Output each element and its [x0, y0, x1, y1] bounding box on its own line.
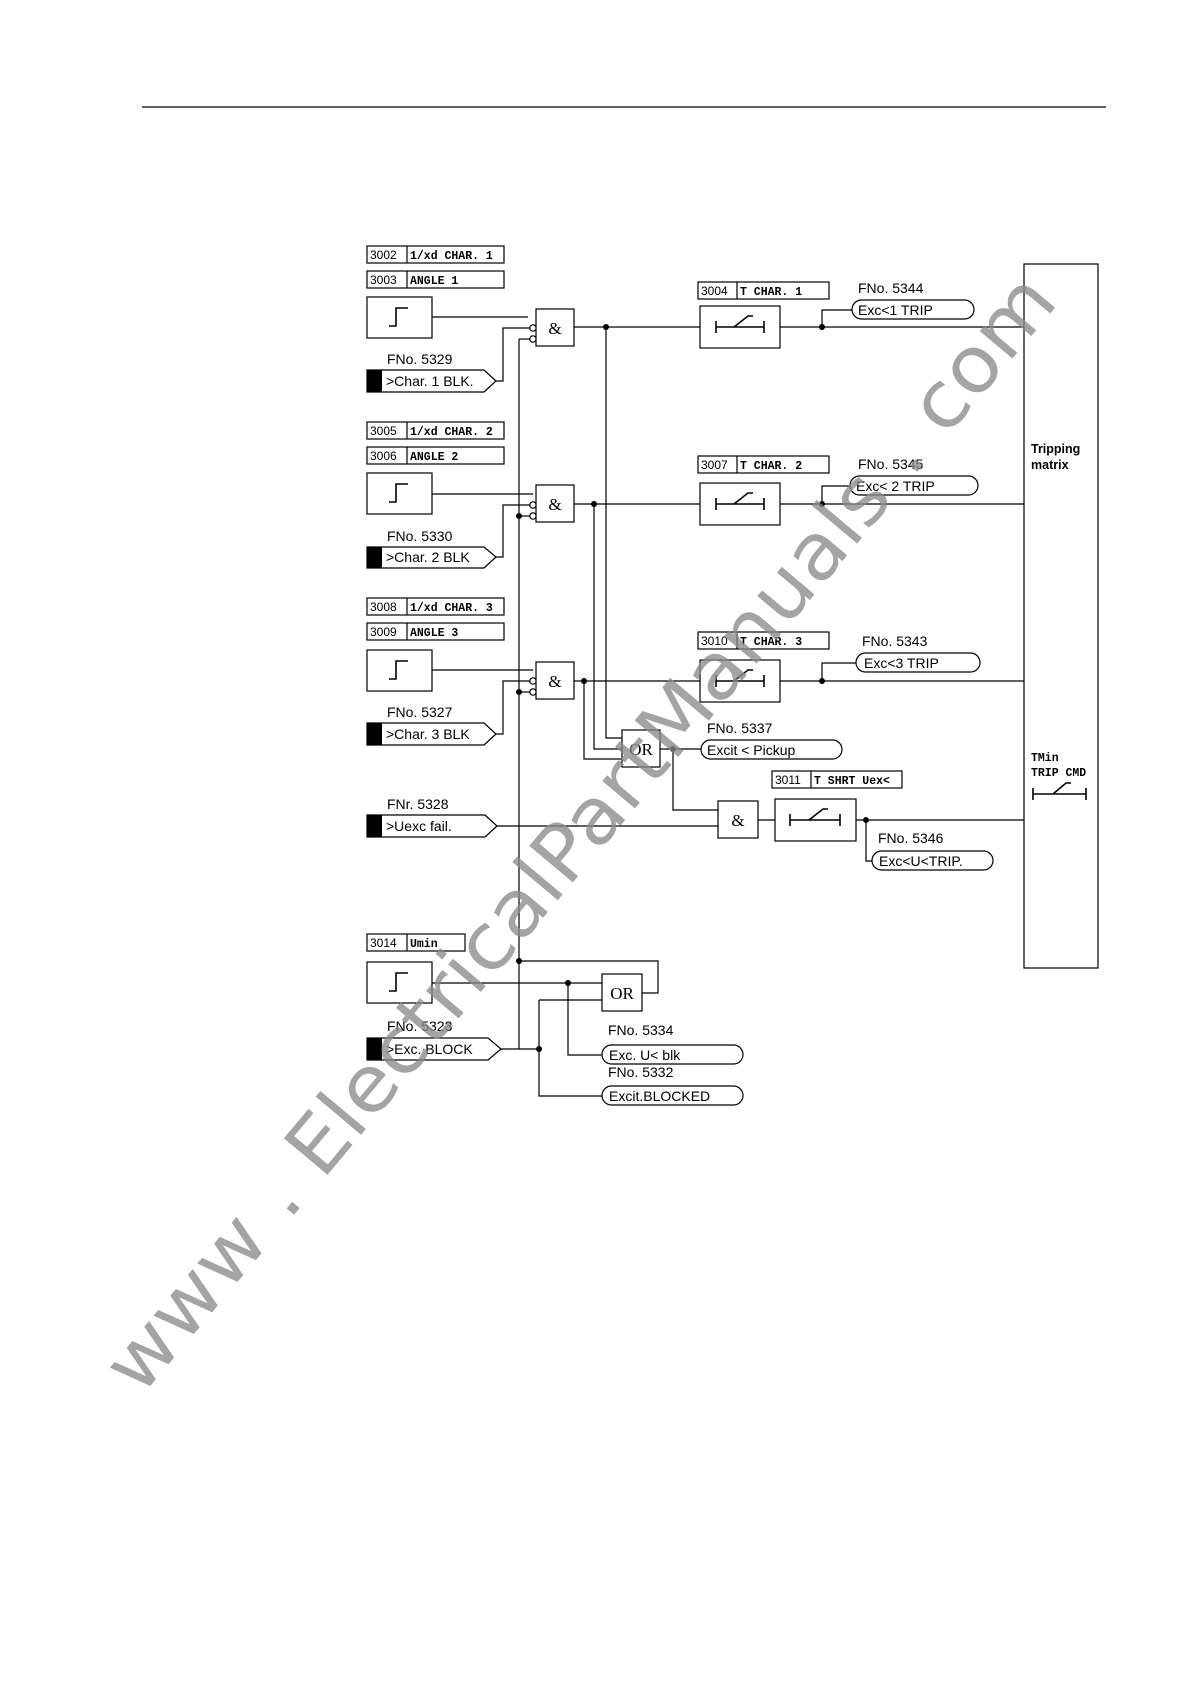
param-3002: 3002 1/xd CHAR. 1: [366, 245, 505, 264]
svg-text:>Char. 1 BLK.: >Char. 1 BLK.: [386, 373, 474, 389]
svg-text:FNo. 5327: FNo. 5327: [387, 704, 453, 720]
wires: [432, 309, 1024, 1097]
output-exc3-trip: FNo. 5343 Exc<3 TRIP: [855, 633, 981, 673]
svg-text:T CHAR. 1: T CHAR. 1: [740, 286, 802, 299]
param-3009: 3009 ANGLE 3: [366, 622, 505, 641]
param-3005: 3005 1/xd CHAR. 2: [366, 421, 505, 440]
svg-text:FNr. 5328: FNr. 5328: [387, 796, 449, 812]
svg-text:FNo. 5334: FNo. 5334: [608, 1022, 674, 1038]
junction-dots: [516, 324, 869, 1052]
svg-text:Tripping: Tripping: [1031, 442, 1080, 456]
svg-text:OR: OR: [629, 740, 653, 759]
svg-text:FNo. 5344: FNo. 5344: [858, 280, 924, 296]
timer-char-1: [699, 305, 781, 349]
input-char2-blk: FNo. 5330 >Char. 2 BLK: [366, 528, 497, 569]
threshold-box-umin: [366, 961, 433, 1004]
param-3004: 3004 T CHAR. 1: [697, 281, 830, 300]
svg-text:TRIP CMD: TRIP CMD: [1031, 767, 1086, 780]
svg-text:ANGLE 1: ANGLE 1: [410, 275, 458, 288]
svg-text:ANGLE 2: ANGLE 2: [410, 451, 458, 464]
timer-char-2: [699, 482, 781, 526]
threshold-box-2: [366, 472, 433, 515]
svg-text:Exc. U< blk: Exc. U< blk: [609, 1047, 681, 1063]
and-gate-uexc: &: [717, 800, 759, 839]
svg-text:1/xd CHAR. 3: 1/xd CHAR. 3: [410, 602, 493, 615]
svg-text:T CHAR. 2: T CHAR. 2: [740, 460, 802, 473]
svg-text:&: &: [548, 319, 561, 338]
svg-text:3005: 3005: [370, 424, 397, 438]
svg-text:T CHAR. 3: T CHAR. 3: [740, 636, 802, 649]
input-exc-block: FNo. 5323 >Exc. BLOCK: [366, 1018, 502, 1061]
svg-text:3006: 3006: [370, 449, 397, 463]
input-uexc-fail: FNr. 5328 >Uexc fail.: [366, 796, 498, 838]
or-gate-pickup: OR: [621, 729, 661, 768]
svg-text:FNo. 5332: FNo. 5332: [608, 1064, 674, 1080]
svg-text:FNo. 5329: FNo. 5329: [387, 351, 453, 367]
svg-text:FNo. 5337: FNo. 5337: [707, 720, 773, 736]
param-3003: 3003 ANGLE 1: [366, 270, 505, 289]
param-3008: 3008 1/xd CHAR. 3: [366, 597, 505, 616]
svg-text:&: &: [548, 495, 561, 514]
svg-text:FNo. 5330: FNo. 5330: [387, 528, 453, 544]
svg-text:3014: 3014: [370, 936, 397, 950]
threshold-box-3: [366, 649, 433, 692]
svg-text:>Exc. BLOCK: >Exc. BLOCK: [386, 1041, 473, 1057]
input-char1-blk: FNo. 5329 >Char. 1 BLK.: [366, 351, 497, 393]
svg-text:3007: 3007: [701, 458, 728, 472]
param-3010: 3010 T CHAR. 3: [697, 631, 830, 650]
svg-text:3010: 3010: [701, 634, 728, 648]
output-exc-u-trip: FNo. 5346 Exc<U<TRIP.: [871, 830, 994, 871]
or-gate-block: OR: [601, 973, 643, 1012]
svg-text:&: &: [548, 672, 561, 691]
svg-text:Exc< 2 TRIP: Exc< 2 TRIP: [856, 478, 935, 494]
output-excit-blocked: FNo. 5332 Excit.BLOCKED: [601, 1064, 744, 1106]
tmin-timer-icon: [1032, 782, 1087, 800]
svg-text:>Char. 3 BLK: >Char. 3 BLK: [386, 726, 470, 742]
svg-text:3003: 3003: [370, 273, 397, 287]
input-char3-blk: FNo. 5327 >Char. 3 BLK: [366, 704, 497, 746]
svg-text:Excit.BLOCKED: Excit.BLOCKED: [609, 1088, 710, 1104]
output-exc-u-blk: FNo. 5334 Exc. U< blk: [601, 1022, 744, 1065]
svg-text:&: &: [731, 811, 744, 830]
and-gate-1: &: [535, 308, 575, 347]
svg-text:3002: 3002: [370, 248, 397, 262]
svg-text:Exc<1 TRIP: Exc<1 TRIP: [858, 302, 933, 318]
svg-text:Exc<U<TRIP.: Exc<U<TRIP.: [879, 853, 963, 869]
threshold-box-1: [366, 296, 433, 339]
svg-text:Exc<3 TRIP: Exc<3 TRIP: [864, 655, 939, 671]
svg-text:Excit < Pickup: Excit < Pickup: [707, 742, 796, 758]
timer-shrt-uex: [774, 798, 857, 842]
svg-text:matrix: matrix: [1031, 458, 1069, 472]
svg-text:3011: 3011: [775, 773, 801, 787]
output-excit-pickup: FNo. 5337 Excit < Pickup: [700, 720, 843, 760]
svg-text:FNo. 5343: FNo. 5343: [862, 633, 928, 649]
and-gate-3: &: [535, 661, 575, 700]
and-gate-2: &: [535, 484, 575, 523]
param-3006: 3006 ANGLE 2: [366, 446, 505, 465]
svg-text:1/xd CHAR. 2: 1/xd CHAR. 2: [410, 426, 493, 439]
svg-text:Umin: Umin: [410, 938, 438, 951]
svg-text:3008: 3008: [370, 600, 397, 614]
tripping-matrix: Tripping matrix TMin TRIP CMD: [1023, 263, 1099, 969]
svg-text:ANGLE 3: ANGLE 3: [410, 627, 458, 640]
output-exc1-trip: FNo. 5344 Exc<1 TRIP: [851, 280, 975, 320]
param-3014: 3014 Umin: [366, 933, 466, 952]
svg-text:>Char. 2 BLK: >Char. 2 BLK: [386, 549, 470, 565]
output-exc2-trip: FNo. 5345 Exc< 2 TRIP: [849, 456, 979, 496]
svg-text:FNo. 5346: FNo. 5346: [878, 830, 944, 846]
svg-text:>Uexc fail.: >Uexc fail.: [386, 818, 452, 834]
svg-text:1/xd CHAR. 1: 1/xd CHAR. 1: [410, 250, 493, 263]
svg-text:3009: 3009: [370, 625, 397, 639]
svg-text:FNo. 5345: FNo. 5345: [858, 456, 924, 472]
param-3011: 3011 T SHRT Uex<: [771, 770, 903, 789]
svg-text:3004: 3004: [701, 284, 728, 298]
svg-text:T SHRT Uex<: T SHRT Uex<: [814, 775, 890, 788]
negation-circles: [529, 324, 537, 696]
svg-text:OR: OR: [610, 984, 634, 1003]
timer-char-3: [699, 659, 781, 703]
svg-text:TMin: TMin: [1031, 752, 1059, 765]
param-3007: 3007 T CHAR. 2: [697, 455, 830, 474]
svg-text:FNo. 5323: FNo. 5323: [387, 1018, 453, 1034]
